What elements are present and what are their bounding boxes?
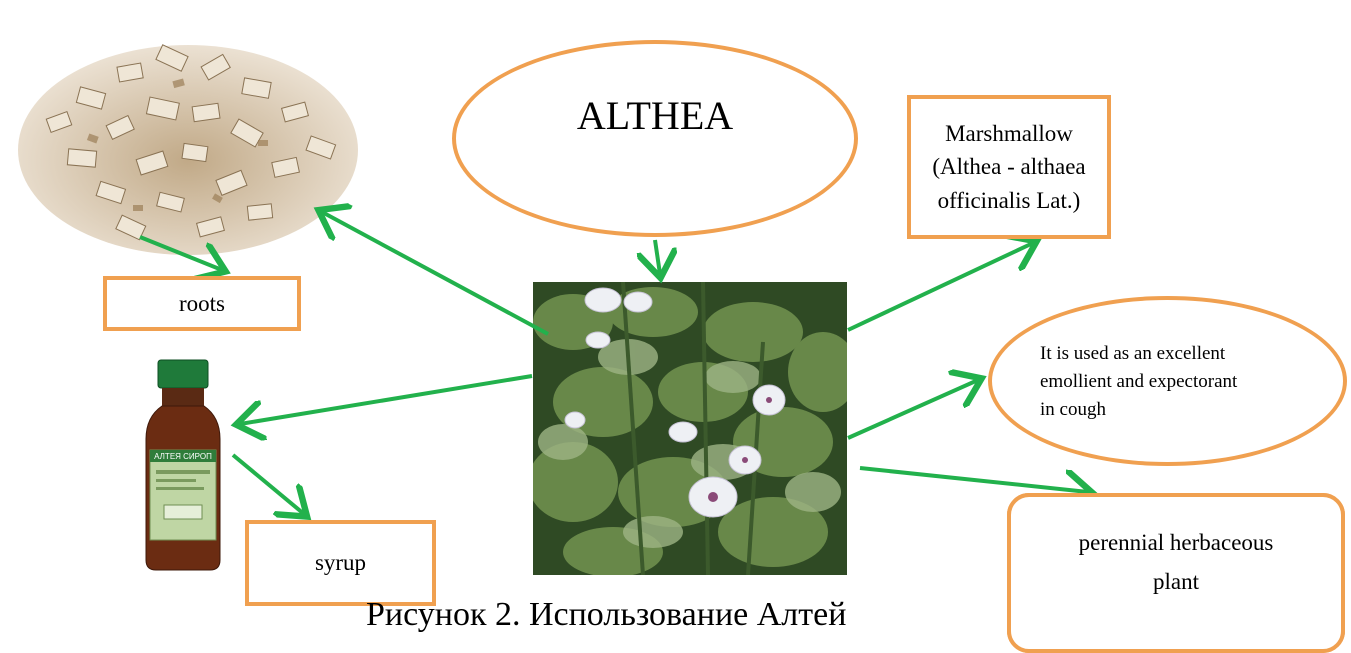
plant-type-text-overlay: perennial herbaceous plant <box>1078 530 1274 595</box>
plant-photo <box>533 282 847 575</box>
latin-name-text: Marshmallow (Althea - althaea officinali… <box>932 120 1086 213</box>
title-ellipse <box>452 40 858 237</box>
arrow-plant-to-usage <box>847 380 978 440</box>
syrup-label: syrup <box>314 550 367 575</box>
arrow-plant-to-roots-image <box>322 212 549 336</box>
syrup-label-text: АЛТЕЯ СИРОП <box>154 452 212 461</box>
arrow-roots-image-to-roots <box>139 235 222 270</box>
figure-caption: Рисунок 2. Использование Алтей <box>366 596 847 633</box>
syrup-bottle-image: АЛТЕЯ СИРОП <box>145 359 221 571</box>
roots-image <box>18 44 358 255</box>
diagram-title: ALTHEA <box>576 93 734 138</box>
arrow-title-to-plant <box>655 239 660 274</box>
latin-name-box: Marshmallow (Althea - althaea officinali… <box>907 95 1111 239</box>
arrow-plant-to-plant-type <box>859 466 1088 492</box>
usage-ellipse <box>988 296 1347 466</box>
usage-text: It is used as an excellent emollient and… <box>1040 343 1238 420</box>
arrow-plant-to-syrup-bottle <box>240 374 533 424</box>
roots-label: roots <box>179 290 225 316</box>
arrow-plant-to-latin-name <box>847 243 1033 332</box>
syrup-box: syrup <box>245 520 436 606</box>
usage-text-clip: It is used as an excellent emollient and… <box>1040 340 1240 430</box>
roots-box: roots <box>103 276 301 331</box>
arrow-syrup-bottle-to-syrup <box>231 453 304 514</box>
